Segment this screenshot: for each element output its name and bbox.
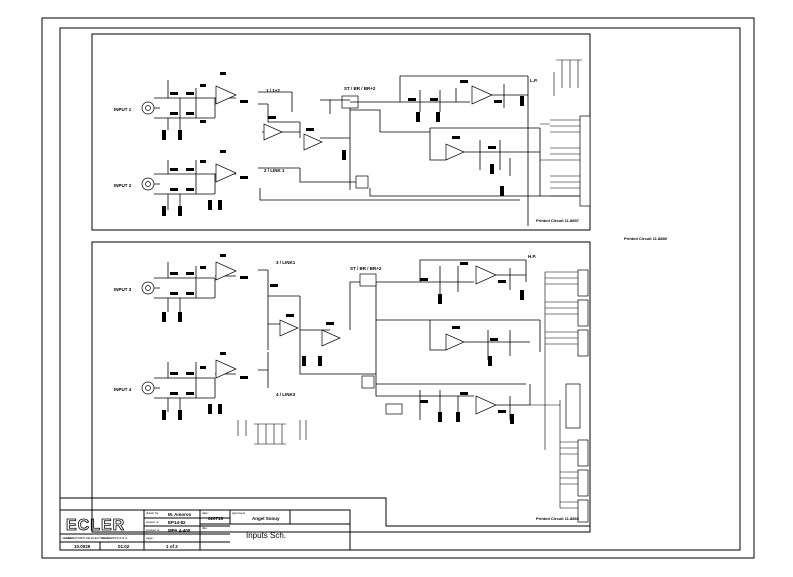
opamp-4	[303, 133, 323, 151]
ch3-select-label: 3 / LINK1	[276, 260, 296, 265]
opamp-10	[321, 329, 341, 347]
page-border	[41, 17, 755, 559]
output-connector-6	[577, 469, 589, 497]
date-value: 020715	[208, 516, 224, 521]
output-connector-7	[577, 499, 589, 523]
output-connector-5	[577, 439, 589, 467]
opamp-6	[445, 143, 465, 161]
version-value: 01.02	[118, 544, 130, 549]
date-label: date:	[202, 511, 209, 515]
approved-value: Angel Sonuy	[252, 516, 280, 521]
project-value: EP14-82	[168, 520, 186, 525]
top-circuit	[141, 59, 591, 226]
board-top	[91, 33, 591, 231]
input-1-label: INPUT 1	[114, 107, 132, 112]
st-top-label: ST / BR / BR+2	[344, 86, 376, 91]
number-label: number:	[62, 536, 73, 540]
company-logo: ECLER	[66, 517, 125, 534]
page-value: 1 of 2	[166, 544, 178, 549]
ch1-select-label: 1 / 1+2	[266, 88, 280, 93]
board-bottom	[91, 241, 591, 533]
approved-label: approved:	[232, 511, 246, 515]
project-label: project nr	[146, 520, 159, 524]
input-3-label: INPUT 3	[114, 287, 132, 292]
drawn-by-value: M. Amoros	[168, 512, 192, 517]
output-connector-3	[577, 329, 589, 357]
page-label: page:	[146, 536, 154, 540]
opamp-12	[445, 333, 465, 351]
company-subtitle: LABORATORIO DE ELECTRO-ACUSTICA S.A.	[64, 536, 128, 540]
drawing-title: Inputs Sch.	[246, 531, 286, 540]
ch4-select-label: 4 / LINK3	[276, 392, 296, 397]
output-connector-top	[579, 115, 591, 207]
selector-switch-bottom	[359, 273, 377, 287]
drawn-by-label: drawn by:	[146, 511, 159, 515]
ch2-select-label: 2 / LINK 1	[264, 168, 285, 173]
output-connector-4	[565, 383, 581, 429]
bottom-circuit	[141, 254, 589, 523]
opamp-13	[475, 395, 497, 415]
opamp-8	[215, 359, 237, 379]
drawing-frame	[59, 27, 741, 551]
number-value: 10.0029	[74, 544, 91, 549]
pcb-label-middle: Printed Circuit 11.8889	[624, 236, 668, 241]
input-4-label: INPUT 4	[114, 387, 132, 392]
opamp-11	[475, 265, 497, 285]
output-connector-1	[577, 269, 589, 297]
output-connector-2	[577, 299, 589, 327]
hp-label: H.P.	[528, 254, 536, 259]
opamp-2	[215, 163, 237, 183]
opamp-3	[263, 123, 283, 141]
opamp-5	[471, 85, 493, 105]
input-2-label: INPUT 2	[114, 183, 132, 188]
opamp-7	[215, 261, 237, 281]
version-label: version:	[102, 536, 113, 540]
product-value: MPA 4-400	[168, 528, 191, 533]
opamp-1	[215, 85, 237, 105]
lp-label: L.P.	[530, 78, 538, 83]
product-label: product nr	[146, 528, 160, 532]
title-label: title:	[202, 526, 208, 530]
st-bottom-label: ST / BR / BR+2	[350, 266, 382, 271]
opamp-9	[279, 319, 299, 337]
title-block: ECLER LABORATORIO DE ELECTRO-ACUSTICA S.…	[59, 497, 590, 551]
pcb-label-top: Printed Circuit 11.8857	[536, 218, 580, 223]
pcb-label-bottom: Printed Circuit 11.8869	[536, 516, 580, 521]
